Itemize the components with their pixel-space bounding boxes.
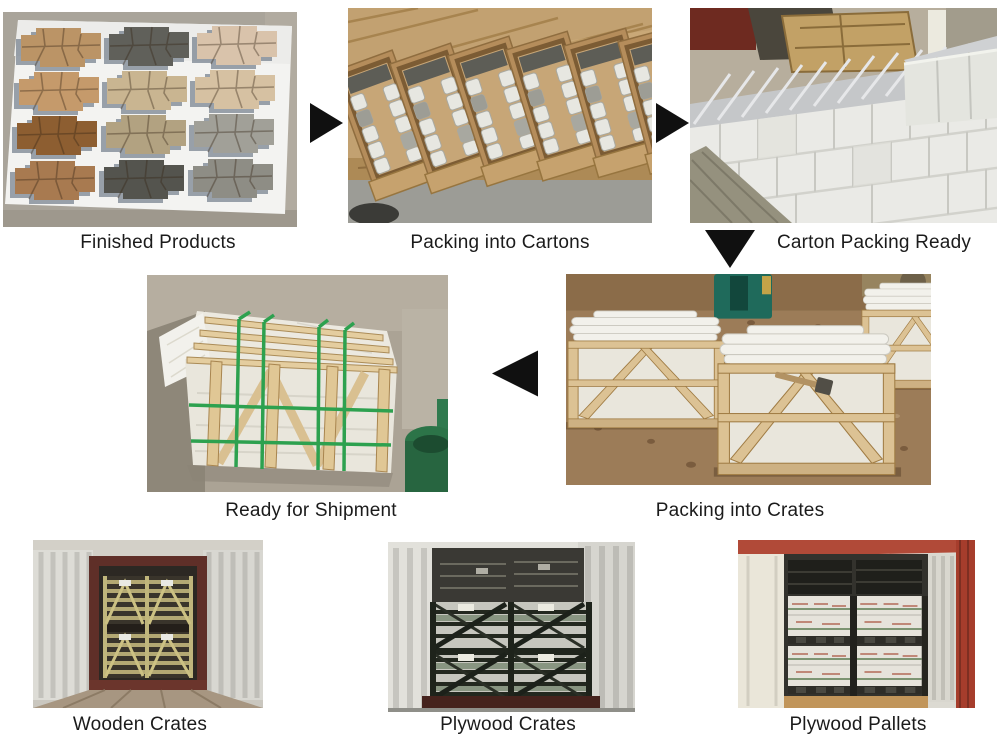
loading-label-plywood-pallets: Plywood Pallets	[789, 714, 927, 735]
carton-packing-ready-photo	[690, 8, 997, 223]
plywood-pallets-photo	[738, 540, 975, 708]
packing-into-cartons-photo	[348, 8, 652, 223]
plywood-crates-photo	[388, 542, 635, 712]
loading-label-wooden-crates: Wooden Crates	[72, 714, 208, 735]
ready-for-shipment-photo	[147, 275, 448, 492]
arrow-right-icon	[655, 103, 690, 143]
arrow-right-icon	[310, 103, 343, 143]
packing-into-crates-photo	[566, 274, 931, 485]
step-label-ready-for-shipment: Ready for Shipment	[225, 500, 397, 521]
arrow-left-icon	[492, 350, 538, 397]
step-label-packing-into-crates: Packing into Crates	[655, 500, 825, 521]
step-label-finished-products: Finished Products	[80, 232, 236, 253]
loading-label-plywood-crates: Plywood Crates	[440, 714, 576, 735]
step-label-packing-into-cartons: Packing into Cartons	[410, 232, 590, 253]
wooden-crates-photo	[33, 540, 263, 708]
step-label-carton-packing-ready: Carton Packing Ready	[776, 232, 972, 253]
finished-products-photo	[3, 12, 297, 227]
arrow-down-icon	[705, 230, 755, 268]
